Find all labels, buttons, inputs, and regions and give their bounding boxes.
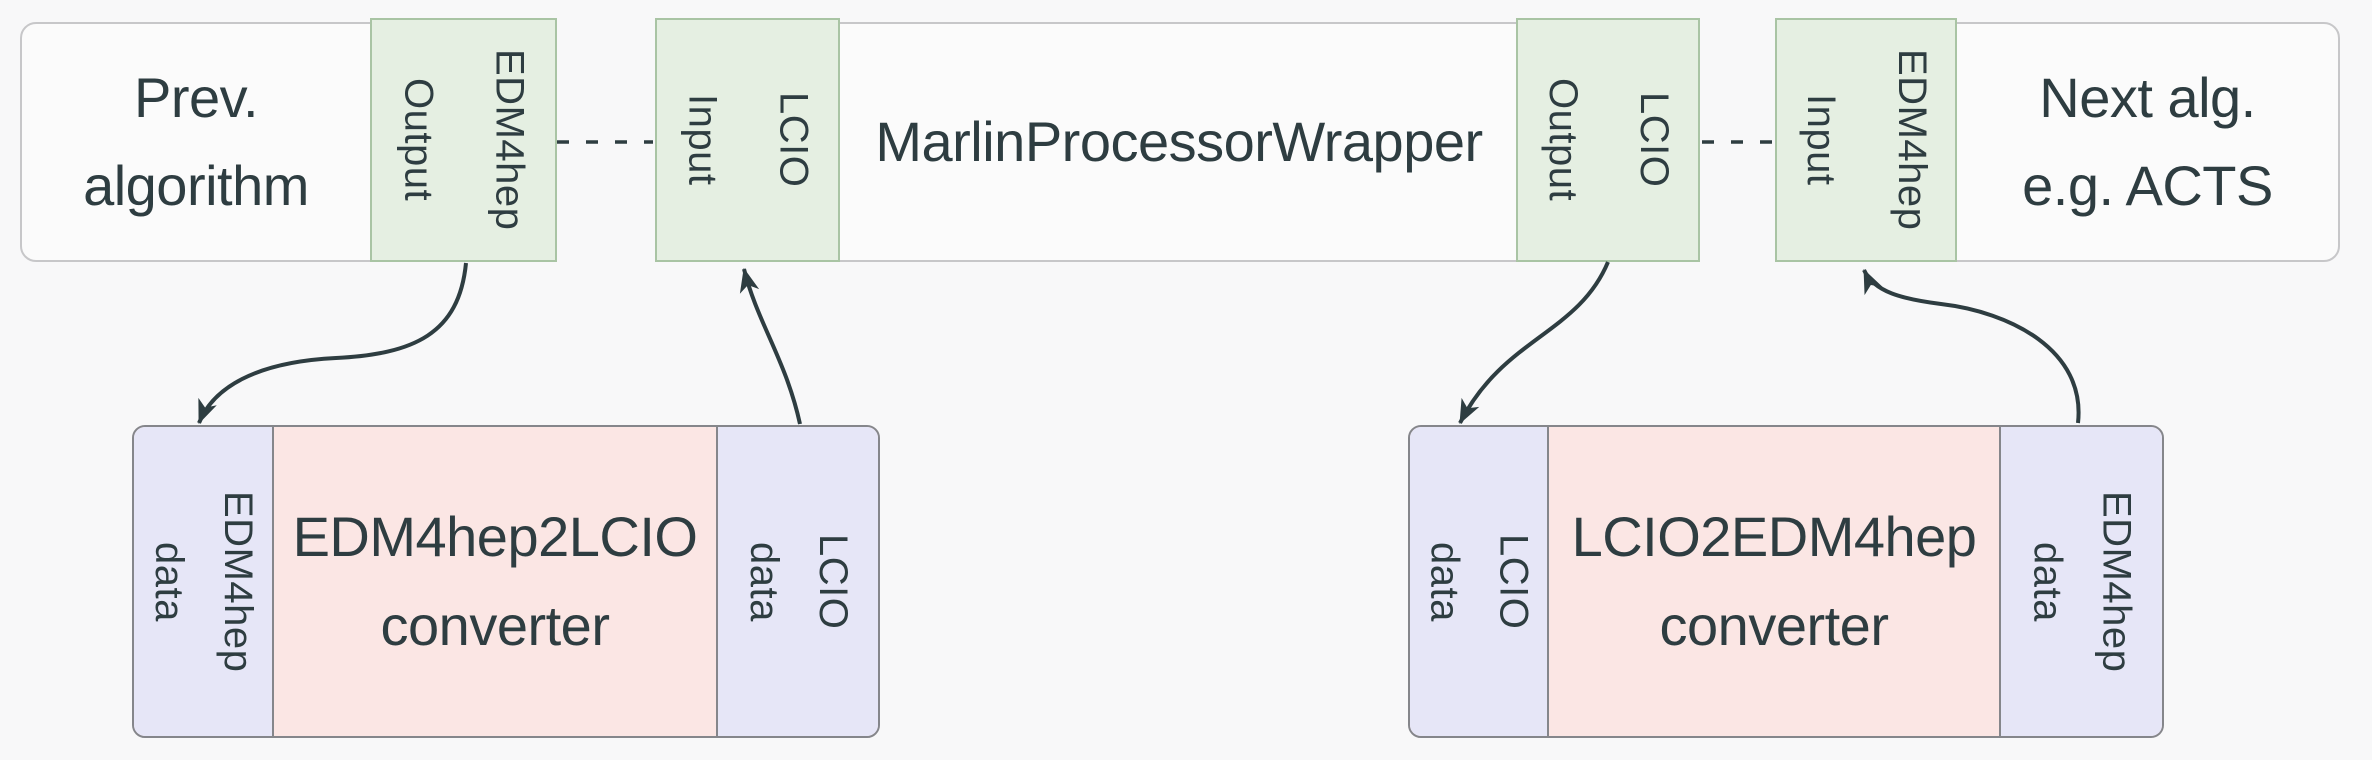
data-type-label: LCIO — [811, 533, 855, 630]
data-word-label: data — [742, 541, 786, 622]
converter1-title-line2: converter — [380, 593, 610, 657]
converter2-title: LCIO2EDM4hep converter — [1547, 427, 2001, 736]
port-type-label: LCIO — [1632, 92, 1676, 188]
data-word-label: data — [1422, 541, 1467, 622]
port-name-label: Input — [1799, 94, 1843, 186]
prev-title-line1: Prev. — [133, 65, 259, 129]
node-next-algorithm: Input EDM4hep Next alg. e.g. ACTS — [1775, 18, 2340, 262]
converter1-title: EDM4hep2LCIO converter — [272, 427, 718, 736]
edge-converter1-to-marlin-input — [739, 267, 802, 425]
node-prev-algorithm: Prev. algorithm Output EDM4hep — [20, 18, 557, 262]
node-lcio2edm4hep-converter: data LCIO LCIO2EDM4hep converter data ED… — [1408, 425, 2164, 738]
port-next-input-edm4hep: Input EDM4hep — [1775, 18, 1957, 262]
converter1-title-line1: EDM4hep2LCIO — [292, 505, 698, 569]
data-type-label: LCIO — [1491, 533, 1536, 630]
data-type-label: EDM4hep — [2094, 490, 2139, 673]
converter2-left-label-lcio-data: data LCIO — [1410, 427, 1549, 736]
port-name-label: Output — [1541, 78, 1585, 202]
data-word-label: data — [147, 541, 191, 622]
port-type-label: EDM4hep — [487, 49, 532, 231]
port-name-label: Output — [396, 78, 441, 202]
node-edm4hep2lcio-converter: data EDM4hep EDM4hep2LCIO converter data… — [132, 425, 880, 738]
edge-prev-output-to-converter1 — [197, 262, 468, 425]
prev-algorithm-title: Prev. algorithm — [22, 24, 370, 260]
marlin-title: MarlinProcessorWrapper — [842, 24, 1516, 260]
port-name-label: Input — [680, 94, 725, 186]
port-marlin-input-lcio: Input LCIO — [655, 18, 840, 262]
marlin-title-line: MarlinProcessorWrapper — [875, 109, 1483, 173]
node-marlin-processor-wrapper: Input LCIO MarlinProcessorWrapper Output… — [655, 18, 1700, 262]
next-algorithm-title: Next alg. e.g. ACTS — [1959, 24, 2336, 260]
data-type-label: EDM4hep — [216, 490, 260, 673]
port-prev-output-edm4hep: Output EDM4hep — [370, 18, 557, 262]
data-word-label: data — [2025, 541, 2070, 622]
port-marlin-output-lcio: Output LCIO — [1516, 18, 1700, 262]
edge-marlin-output-to-converter2 — [1458, 261, 1610, 424]
converter2-title-line2: converter — [1659, 593, 1889, 657]
converter1-right-label-lcio-data: data LCIO — [716, 427, 878, 736]
port-type-label: EDM4hep — [1890, 49, 1934, 231]
edge-converter2-to-next-input — [1862, 268, 2081, 424]
prev-title-line2: algorithm — [83, 154, 309, 217]
converter2-title-line1: LCIO2EDM4hep — [1571, 505, 1977, 569]
converter1-left-label-edm4hep-data: data EDM4hep — [134, 427, 274, 736]
converter2-right-label-edm4hep-data: data EDM4hep — [1999, 427, 2162, 736]
next-title-line1: Next alg. — [2039, 65, 2256, 129]
next-title-line2: e.g. ACTS — [2022, 154, 2273, 217]
port-type-label: LCIO — [771, 92, 816, 188]
